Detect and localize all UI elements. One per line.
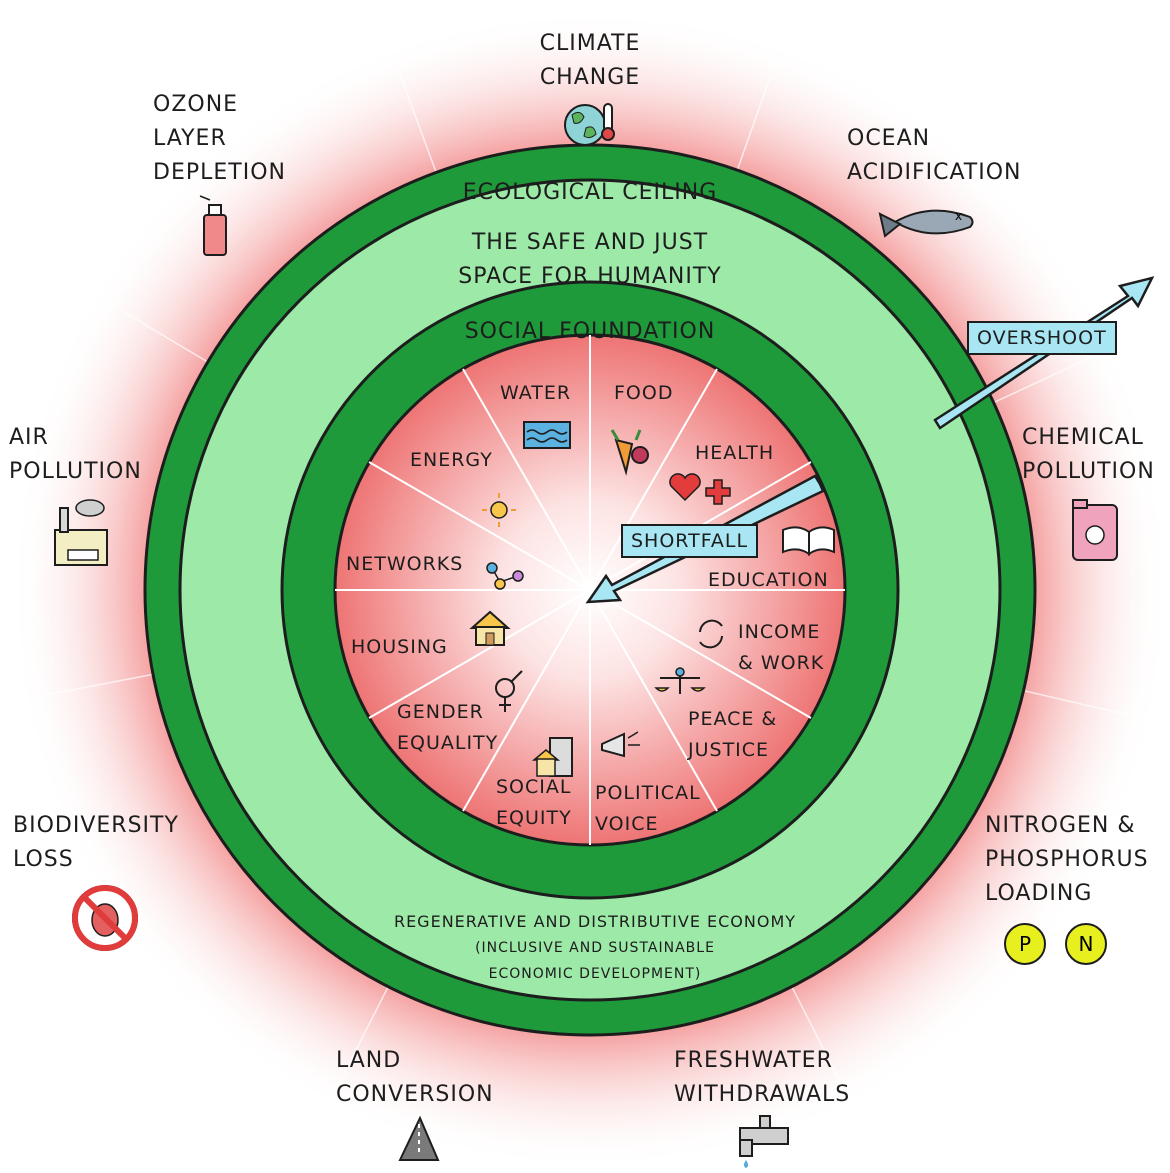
networks-label: NETWORKS xyxy=(346,553,464,575)
air-pollution-label: AIR POLLUTION xyxy=(9,425,142,484)
water-label: WATER xyxy=(500,382,572,404)
book-icon xyxy=(782,526,835,556)
political-voice-label: POLITICAL VOICE xyxy=(595,782,701,835)
economy-label: REGENERATIVE AND DISTRIBUTIVE ECONOMY (I… xyxy=(393,912,797,982)
network-nodes-icon xyxy=(486,562,524,590)
chemical-pollution-label: CHEMICAL POLLUTION xyxy=(1022,425,1155,484)
megaphone-icon xyxy=(601,731,640,758)
ozone-depletion-label: OZONE LAYER DEPLETION xyxy=(153,92,286,185)
factory-icon xyxy=(54,499,108,566)
aerosol-can-icon xyxy=(199,195,227,256)
overshoot-label: OVERSHOOT xyxy=(967,321,1117,355)
vegetables-icon xyxy=(610,429,649,476)
peace-justice-label: PEACE & JUSTICE xyxy=(688,708,778,761)
house-icon xyxy=(469,610,511,646)
nitrogen-icon xyxy=(1065,923,1107,965)
nutrient-icons: P N xyxy=(1004,923,1107,965)
no-ladybug-icon xyxy=(72,885,138,951)
biodiversity-loss-label: BIODIVERSITY LOSS xyxy=(13,813,179,872)
gender-equality-label: GENDER EQUALITY xyxy=(397,701,499,754)
income-work-label: INCOME & WORK xyxy=(738,621,825,674)
ecological-ceiling-label: ECOLOGICAL CEILING xyxy=(462,180,718,205)
food-label: FOOD xyxy=(614,382,674,404)
freshwater-withdrawals-label: FRESHWATER WITHDRAWALS xyxy=(674,1048,851,1107)
road-icon xyxy=(398,1115,440,1161)
social-equity-label: SOCIAL EQUITY xyxy=(496,776,572,829)
social-foundation-label: SOCIAL FOUNDATION xyxy=(464,319,716,344)
health-heart-icon xyxy=(669,473,731,505)
climate-change-label: CLIMATE CHANGE xyxy=(539,31,641,90)
sun-energy-icon xyxy=(482,493,516,527)
ocean-acidification-label: OCEAN ACIDIFICATION xyxy=(847,126,1022,185)
phosphorus-icon xyxy=(1004,923,1046,965)
buildings-icon xyxy=(531,737,573,777)
health-label: HEALTH xyxy=(695,442,775,464)
gender-symbol-icon xyxy=(495,670,523,712)
inner-sector-lines xyxy=(335,335,845,845)
tap-icon xyxy=(739,1115,789,1168)
nitrogen-phosphorus-label: NITROGEN & PHOSPHORUS LOADING xyxy=(985,813,1149,906)
education-label: EDUCATION xyxy=(708,569,829,591)
nitrogen-letter: N xyxy=(1079,932,1094,956)
energy-label: ENERGY xyxy=(410,449,493,471)
safe-space-label: THE SAFE AND JUST SPACE FOR HUMANITY xyxy=(458,230,722,289)
shortfall-label: SHORTFALL xyxy=(621,524,759,558)
phosphorus-letter: P xyxy=(1019,932,1031,956)
housing-label: HOUSING xyxy=(351,636,448,658)
poison-jerrycan-icon xyxy=(1072,499,1118,561)
land-conversion-label: LAND CONVERSION xyxy=(336,1048,494,1107)
refresh-cycle-icon xyxy=(699,619,723,649)
water-waves-icon xyxy=(523,421,571,449)
climate-globe-icon xyxy=(564,103,615,146)
svg-text:x: x xyxy=(955,209,962,223)
fish-icon: x xyxy=(878,209,974,238)
scales-justice-icon xyxy=(654,667,706,694)
